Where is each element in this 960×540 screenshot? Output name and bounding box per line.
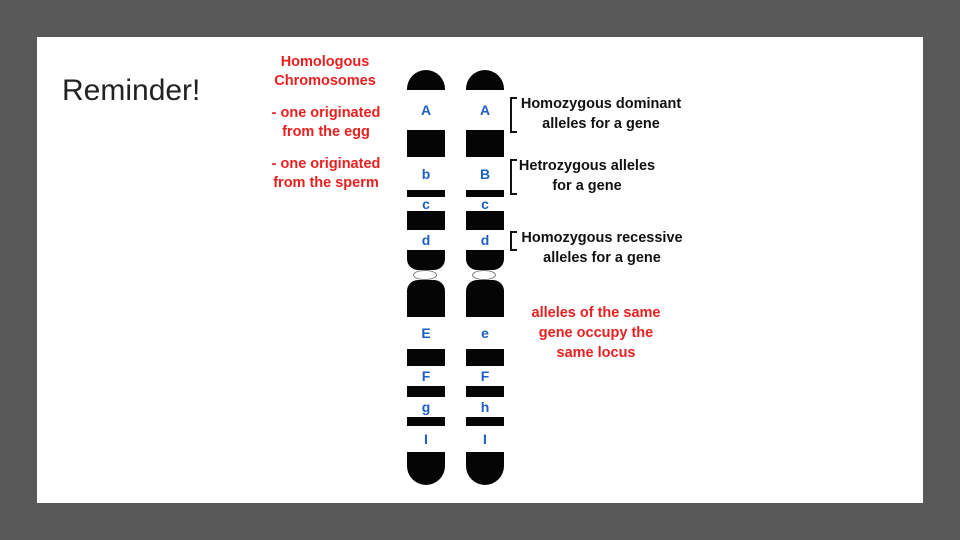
locus-line-3: same locus — [556, 345, 636, 361]
heading-line-2: Chromosomes — [274, 73, 376, 89]
note-sperm-line-2: from the sperm — [273, 175, 379, 191]
note-sperm-line-1: - one originated — [271, 156, 381, 172]
allele-label: d — [421, 232, 431, 248]
note-sperm: - one originated from the sperm — [262, 155, 390, 193]
chromosome-upper-arm: A B c d — [466, 70, 504, 270]
allele-band: b — [407, 157, 445, 190]
label-line-1: Hetrozygous alleles — [518, 158, 656, 174]
allele-band: d — [407, 230, 445, 250]
allele-band: I — [407, 426, 445, 452]
locus-line-2: gene occupy the — [538, 325, 654, 341]
allele-band: E — [407, 317, 445, 349]
allele-band: c — [466, 196, 504, 212]
label-homozygous-recessive: Homozygous recessive alleles for a gene — [511, 228, 693, 268]
allele-band: d — [466, 230, 504, 250]
allele-band: F — [466, 366, 504, 386]
centromere — [413, 270, 437, 280]
allele-label: A — [420, 102, 432, 118]
allele-band: B — [466, 157, 504, 190]
slide-title: Reminder! — [62, 74, 201, 107]
note-egg: - one originated from the egg — [262, 104, 390, 142]
allele-label: d — [480, 232, 490, 248]
allele-band: g — [407, 397, 445, 417]
allele-band: A — [407, 90, 445, 130]
label-line-1: Homozygous dominant — [520, 96, 682, 112]
label-line-2: alleles for a gene — [542, 116, 660, 132]
bracket-homozygous-dominant — [510, 97, 517, 133]
note-egg-line-1: - one originated — [271, 105, 381, 121]
locus-line-1: alleles of the same — [531, 305, 661, 321]
label-heterozygous: Hetrozygous alleles for a gene — [509, 156, 665, 196]
label-line-2: for a gene — [552, 178, 622, 194]
allele-band: e — [466, 317, 504, 349]
locus-note: alleles of the same gene occupy the same… — [520, 303, 672, 363]
centromere — [472, 270, 496, 280]
allele-band: F — [407, 366, 445, 386]
label-homozygous-dominant: Homozygous dominant alleles for a gene — [512, 94, 690, 134]
chromosome-lower-arm: e F h I — [466, 280, 504, 485]
allele-label: I — [483, 431, 487, 447]
allele-label: B — [479, 165, 491, 182]
allele-label: F — [421, 368, 431, 384]
allele-label: E — [421, 325, 431, 341]
allele-band: h — [466, 397, 504, 417]
allele-band: I — [466, 426, 504, 452]
allele-label: h — [480, 399, 490, 415]
bracket-heterozygous — [510, 159, 517, 195]
allele-label: F — [480, 368, 490, 384]
allele-label: c — [422, 196, 430, 212]
chromosome-lower-arm: E F g I — [407, 280, 445, 485]
allele-label: I — [424, 431, 428, 447]
bracket-homozygous-recessive — [510, 231, 517, 251]
allele-label: b — [421, 165, 431, 182]
chromosome-upper-arm: A b c d — [407, 70, 445, 270]
allele-band: c — [407, 196, 445, 212]
allele-label: e — [481, 325, 489, 341]
allele-label: c — [481, 196, 489, 212]
allele-band: A — [466, 90, 504, 130]
heading-line-1: Homologous — [280, 54, 370, 70]
label-line-1: Homozygous recessive — [521, 230, 683, 246]
label-line-2: alleles for a gene — [543, 250, 661, 266]
note-egg-line-2: from the egg — [282, 124, 370, 140]
allele-label: A — [479, 102, 491, 118]
diagram-heading: Homologous Chromosomes — [262, 53, 388, 91]
allele-label: g — [421, 399, 431, 415]
